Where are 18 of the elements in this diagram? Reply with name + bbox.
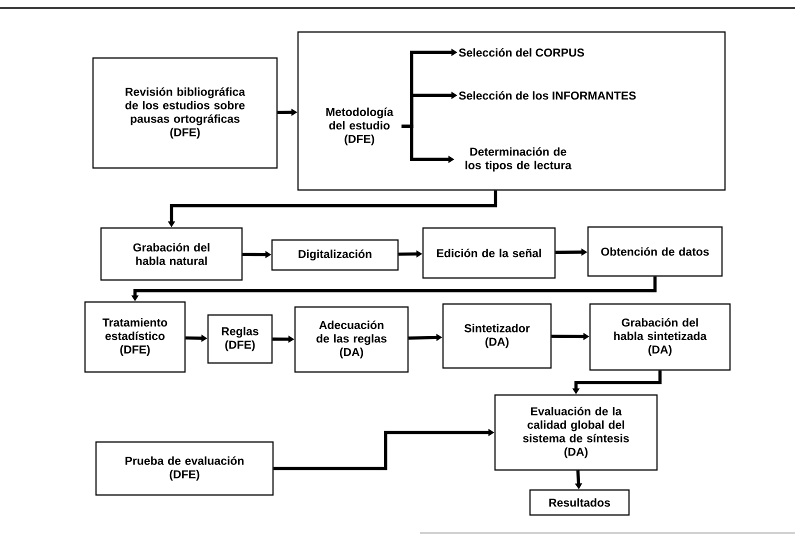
process-box: Reglas (DFE) [207, 314, 273, 364]
step-label: Selección del CORPUS [458, 48, 584, 57]
step-label: Metodología del estudio (DFE) [326, 107, 394, 146]
process-box: Revisión bibliográfica de los estudios sobre pausas ortográficas (DFE) [92, 57, 278, 169]
process-box: Sintetizador (DA) [442, 303, 552, 369]
process-box: Grabación del habla natural [100, 227, 243, 281]
group-box [297, 31, 726, 191]
process-box: Resultados [529, 489, 630, 516]
process-box: Obtención de datos [587, 226, 723, 277]
process-box: Evaluación de la calidad global del sistema de síntesis (DA) [494, 394, 658, 471]
process-box: Prueba de evaluación (DFE) [95, 441, 274, 496]
process-box: Adecuación de las reglas (DA) [294, 306, 409, 373]
process-box: Digitalización [271, 239, 399, 271]
process-box: Grabación del habla sintetizada (DA) [589, 303, 731, 371]
process-box: Tratamiento estadístico (DFE) [84, 301, 186, 373]
step-label: Determinación de los tipos de lectura [466, 147, 572, 172]
step-label: Selección de los INFORMANTES [458, 91, 636, 100]
process-box: Edición de la señal [422, 227, 556, 279]
